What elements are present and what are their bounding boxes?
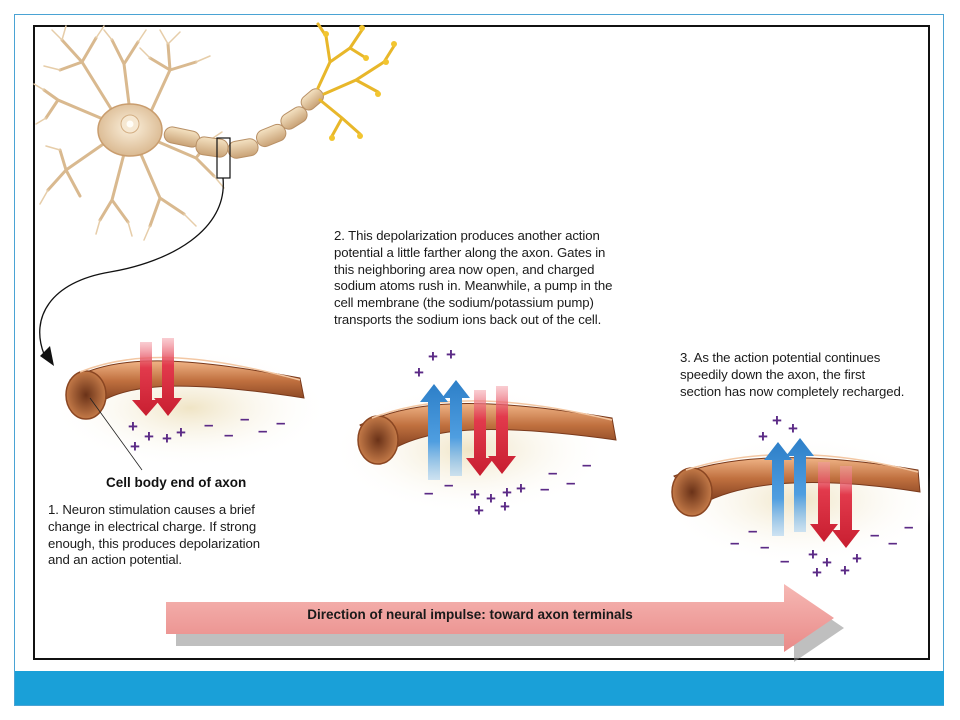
caption-line: 2. This depolarization produces another … [334,228,600,243]
sodium-pump-arrows-2 [420,380,470,480]
negative-charge: – [730,533,739,552]
negative-charge: – [780,551,789,570]
caption-line: 3. As the action potential continues [680,350,881,365]
caption-line: section has now completely recharged. [680,383,905,399]
caption-line: 1. Neuron stimulation causes a brief [48,502,255,517]
negative-charge: – [582,455,591,474]
caption-line: cell membrane (the sodium/potassium pump… [334,295,594,311]
caption-line: potential a little farther along the axo… [334,244,606,260]
negative-charge: – [204,415,213,434]
caption-line: enough, this produces depolarization [48,535,260,551]
negative-charge: – [444,475,453,494]
positive-charge: + [428,347,438,366]
label-pointer-line [89,397,143,471]
caption-line: speedily down the axon, the first [680,366,866,382]
negative-charge: – [540,479,549,498]
positive-charge: + [516,479,526,498]
positive-charge: + [130,437,140,456]
negative-charge: – [224,425,233,444]
direction-arrow [166,584,844,662]
negative-charge: – [870,525,879,544]
negative-charge: – [424,483,433,502]
zoom-connector-arrow [39,177,224,366]
caption-step-3: 3. As the action potential continues spe… [680,350,904,400]
positive-charge: + [162,429,172,448]
footer-bar [15,671,944,705]
positive-charge: + [474,501,484,520]
positive-charge: + [144,427,154,446]
negative-charge: – [888,533,897,552]
positive-charge: + [176,423,186,442]
sodium-influx-arrows-2 [466,386,516,476]
positive-charge: + [446,345,456,364]
caption-line: change in electrical charge. If strong [48,518,257,534]
positive-charge: + [840,561,850,580]
axon-section-2 [330,385,617,515]
positive-charge: + [788,419,798,438]
charge-signs: + + + + + – – – – – + + + + + + + + + – … [128,345,913,582]
negative-charge: – [240,409,249,428]
positive-charge: + [812,563,822,582]
positive-charge: + [502,483,512,502]
positive-charge: + [852,549,862,568]
positive-charge: + [808,545,818,564]
sodium-influx-arrows-3 [810,462,860,548]
positive-charge: + [414,363,424,382]
negative-charge: – [258,421,267,440]
negative-charge: – [904,517,913,536]
negative-charge: – [548,463,557,482]
caption-step-2: 2. This depolarization produces another … [334,228,612,329]
positive-charge: + [772,411,782,430]
negative-charge: – [276,413,285,432]
sodium-influx-arrows-1 [132,338,182,416]
positive-charge: + [822,553,832,572]
neuron-illustration [33,22,397,241]
positive-charge: + [500,497,510,516]
caption-line: transports the sodium ions back out of t… [334,311,602,327]
negative-charge: – [748,521,757,540]
positive-charge: + [470,485,480,504]
positive-charge: + [128,417,138,436]
caption-step-1: 1. Neuron stimulation causes a brief cha… [48,502,260,569]
sodium-pump-arrows-3 [764,438,814,536]
positive-charge: + [758,427,768,446]
caption-line: sodium atoms rush in. Meanwhile, a pump … [334,278,613,294]
direction-label: Direction of neural impulse: toward axon… [307,607,633,622]
negative-charge: – [760,537,769,556]
cell-body-end-label: Cell body end of axon [106,475,247,490]
axon-section-1 [50,348,330,468]
caption-line: this neighboring area now open, and char… [334,261,595,277]
negative-charge: – [566,473,575,492]
positive-charge: + [486,489,496,508]
caption-line: and an action potential. [48,552,182,568]
